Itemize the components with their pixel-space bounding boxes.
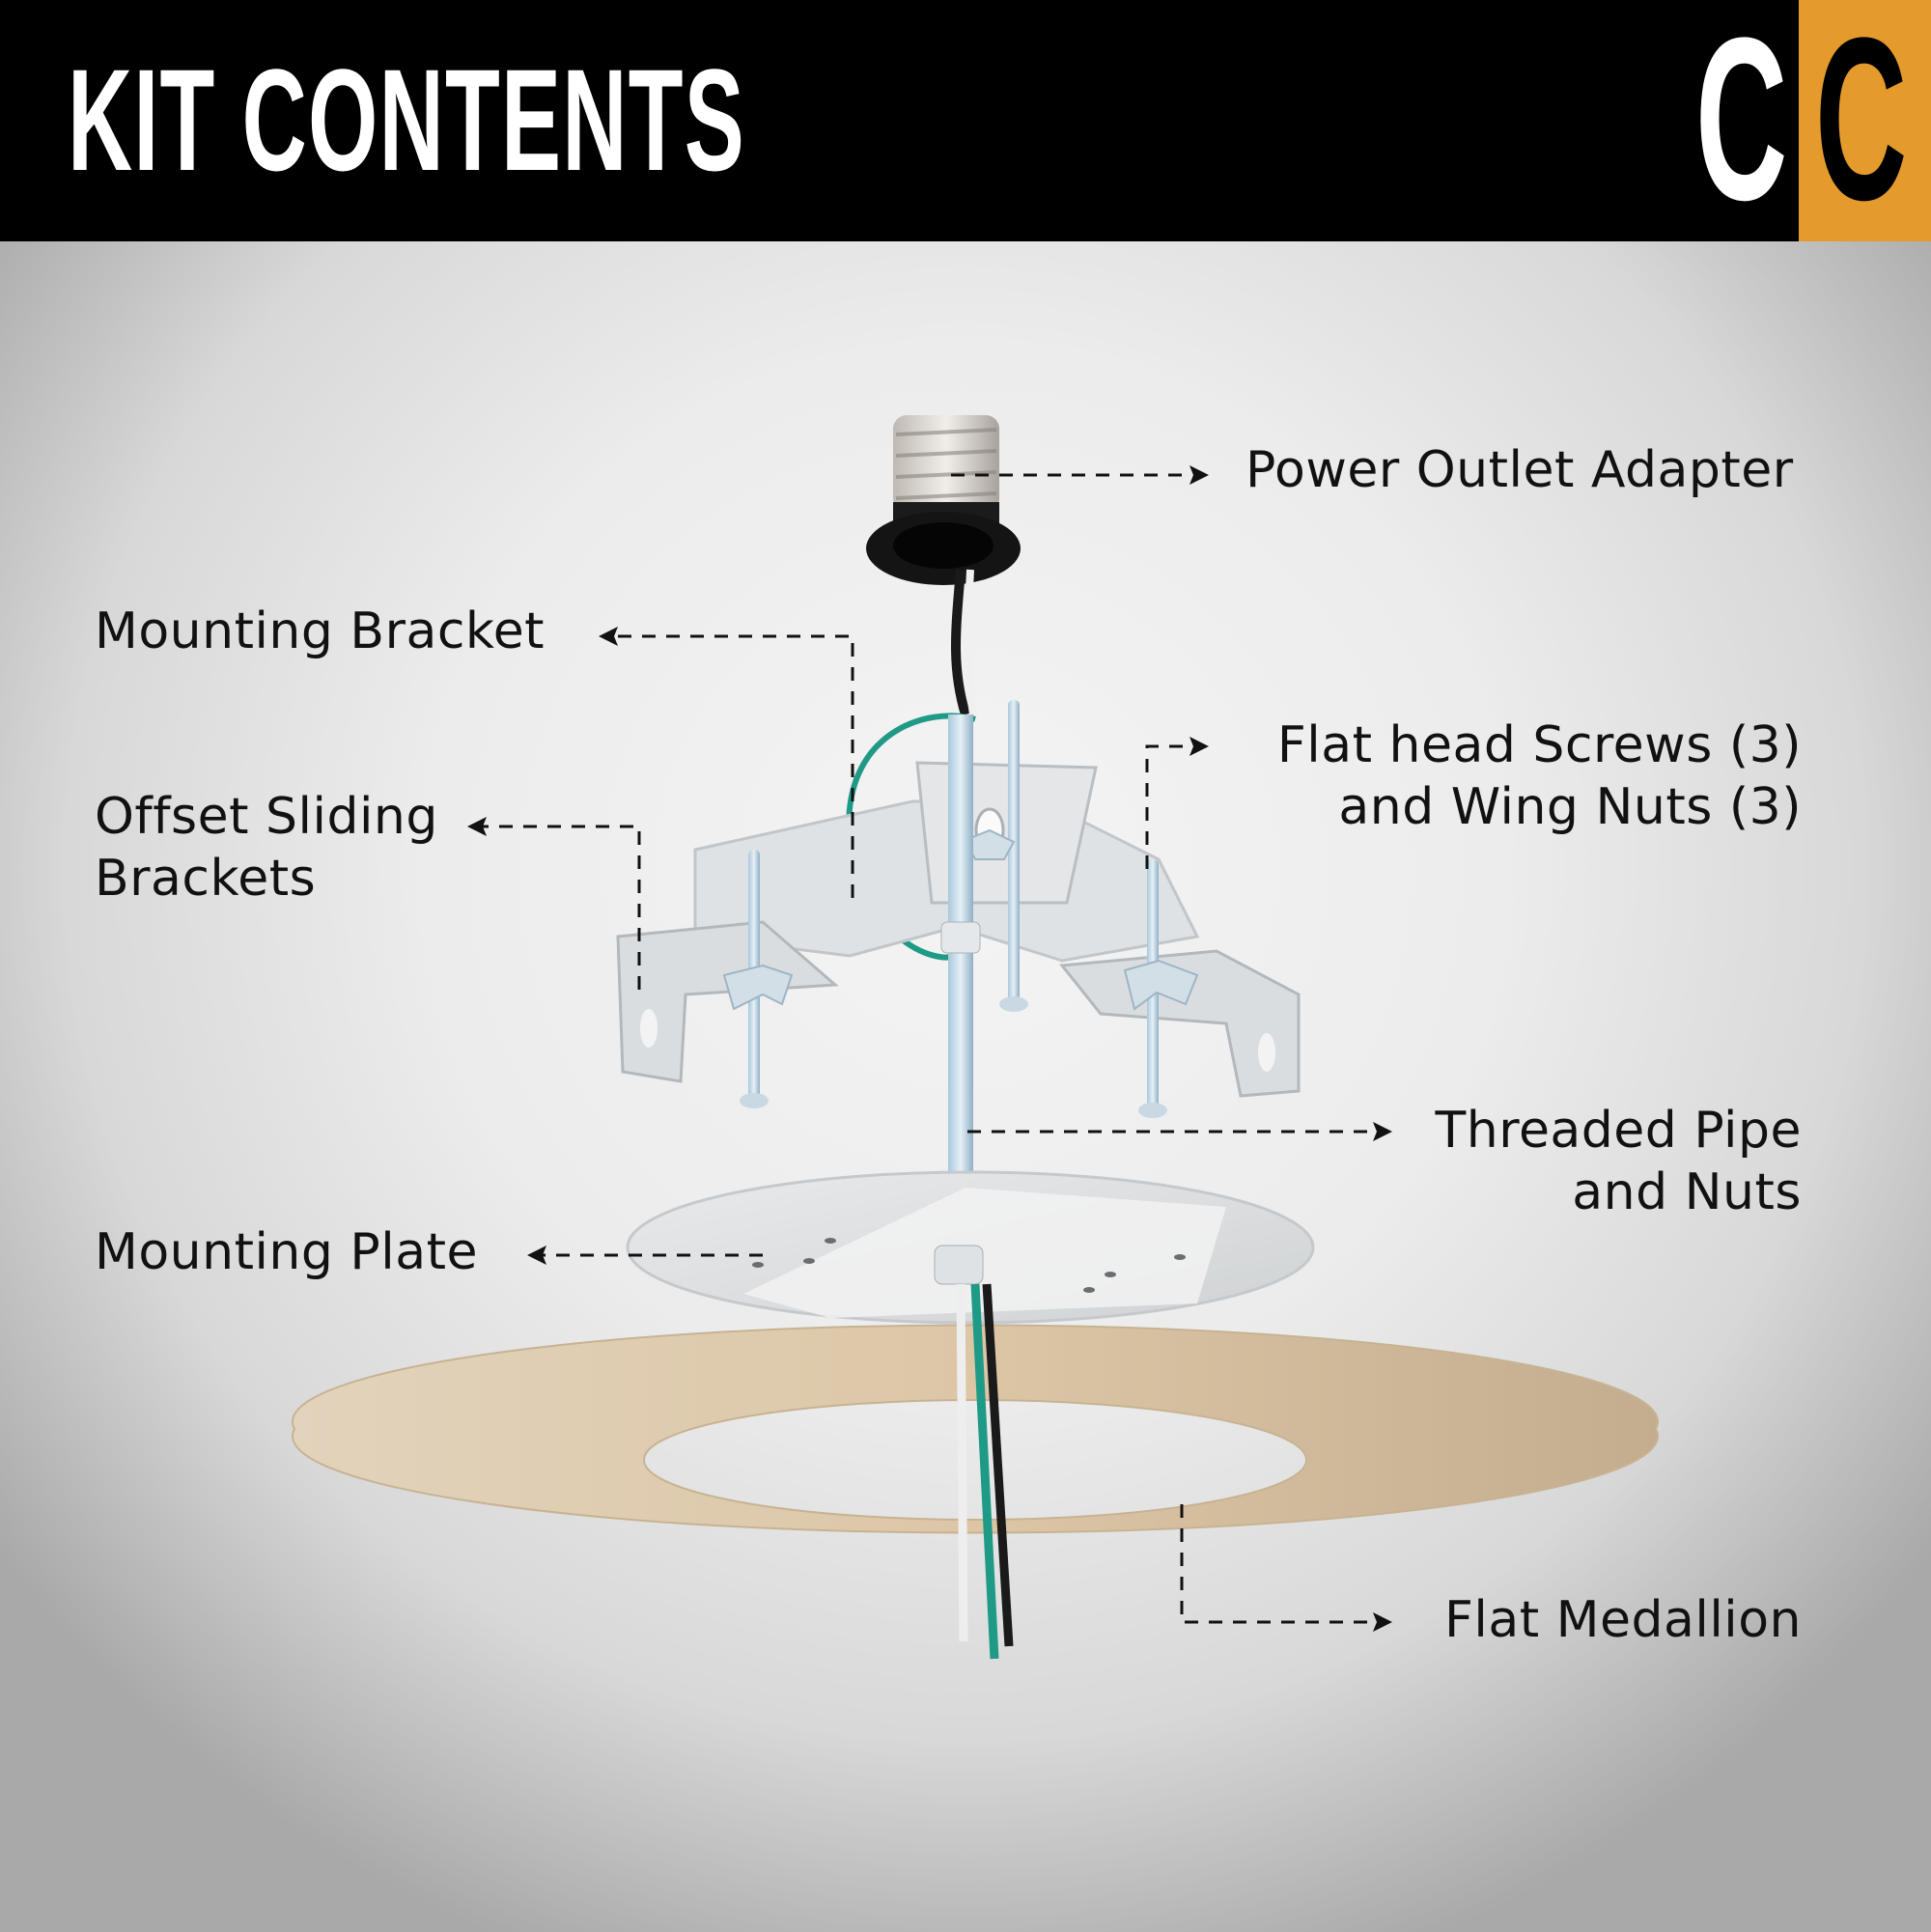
power-outlet-adapter [866, 415, 1021, 585]
offset-sliding-brackets [616, 920, 1301, 1098]
label-offset-sliding-brackets-2: Brackets [95, 850, 317, 908]
mounting-plate [626, 1170, 1315, 1325]
logo-left-panel [1670, 0, 1799, 241]
header-bar: KIT CONTENTS C C [0, 0, 1931, 241]
label-threaded-pipe-2: and Nuts [1572, 1163, 1802, 1221]
label-offset-sliding-brackets-1: Offset Sliding [95, 788, 438, 846]
label-power-outlet-adapter: Power Outlet Adapter [1245, 441, 1794, 499]
label-mounting-plate: Mounting Plate [95, 1223, 478, 1281]
label-flat-medallion: Flat Medallion [1444, 1591, 1802, 1649]
wires [956, 1283, 1014, 1660]
label-mounting-bracket: Mounting Bracket [95, 602, 546, 660]
label-flat-head-screws-2: and Wing Nuts (3) [1338, 778, 1802, 836]
logo-right-panel [1799, 0, 1931, 241]
brand-logo: C C [1670, 0, 1931, 241]
logo-letter-c-black: C [1815, 0, 1908, 248]
threaded-pipe [940, 714, 981, 1178]
label-flat-head-screws-1: Flat head Screws (3) [1276, 716, 1802, 774]
callout-lines [473, 473, 1376, 1624]
flat-medallion [292, 1324, 1659, 1534]
wing-nuts [722, 828, 1199, 1011]
label-threaded-pipe-1: Threaded Pipe [1435, 1102, 1802, 1160]
callout-arrowheads [467, 465, 1392, 1632]
page-title: KIT CONTENTS [68, 39, 746, 201]
logo-letter-c-white: C [1695, 0, 1788, 248]
